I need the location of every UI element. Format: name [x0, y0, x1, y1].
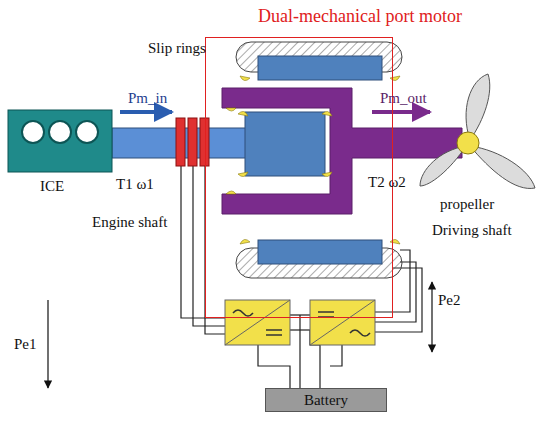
signal-name: Pe2	[438, 292, 461, 309]
part-name: Slip rings	[148, 40, 206, 57]
part-name: Driving shaft	[432, 222, 512, 239]
windings	[226, 76, 400, 244]
signal-name: Pm_out	[380, 90, 427, 107]
outer-stator	[258, 56, 382, 80]
engine-block	[8, 110, 112, 172]
part-name: propeller	[440, 196, 494, 213]
node-text: ICE	[40, 178, 64, 195]
node-text: Dual-mechanical port motor	[258, 7, 462, 27]
node-text: Battery	[304, 392, 348, 409]
converter	[310, 300, 375, 345]
power-arrow	[120, 110, 172, 114]
part-name: Engine shaft	[92, 214, 167, 231]
signal-name: T2 ω2	[368, 174, 406, 191]
converter	[225, 300, 290, 345]
cylinders	[22, 121, 98, 143]
signal-name: Pm_in	[128, 90, 167, 107]
engine-box: ICE	[8, 110, 112, 172]
signal-name: T1 ω1	[116, 176, 154, 193]
outer-stator	[258, 240, 382, 264]
inner-rotor	[245, 112, 325, 176]
propeller-symbol	[420, 74, 535, 188]
driving-shaft	[222, 88, 462, 214]
battery-box: Battery	[265, 388, 387, 412]
power-arrow	[372, 110, 430, 114]
motor-frame: Dual-mechanical port motor	[205, 37, 393, 318]
signal-name: Pe1	[14, 336, 37, 353]
